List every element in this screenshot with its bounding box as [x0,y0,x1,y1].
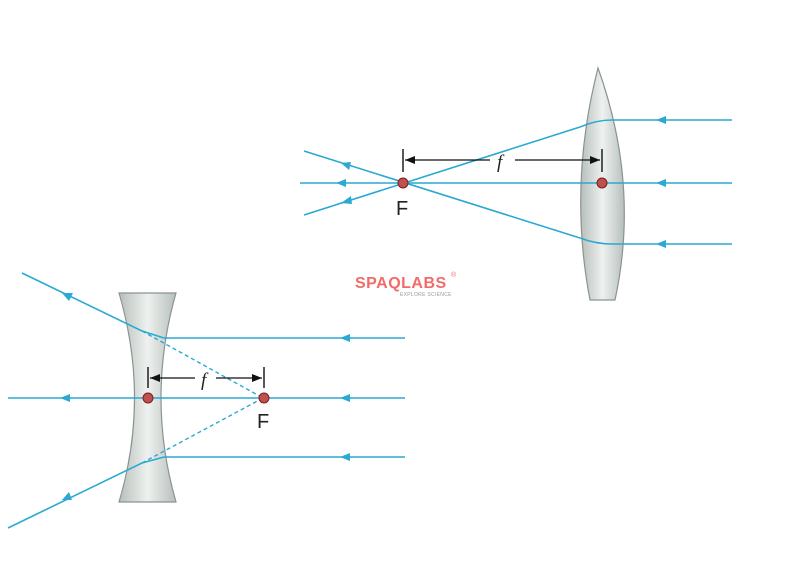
converging-lens-center [596,177,608,189]
arrow-icon [62,492,72,500]
converging-focal-point-label: F [396,198,408,220]
watermark-registered-mark: ® [451,271,457,279]
arrow-icon [656,116,666,124]
diverging-refracted-ray-top [21,272,143,332]
converging-lens-group: f F [300,65,732,301]
diverging-lens-center [142,392,154,404]
arrow-icon [340,394,350,402]
dimension-arrow-icon [252,374,262,382]
dimension-arrow-icon [590,156,600,164]
diverging-focal-length-label: f [201,370,209,391]
arrow-icon [336,179,346,187]
diverging-refracted-ray-bottom [7,462,143,529]
converging-ray-in-lens-top [579,119,613,128]
arrow-icon [656,240,666,248]
diverging-virtual-ray-top [141,330,264,399]
arrow-icon [341,196,352,204]
arrow-icon [656,179,666,187]
diverging-focal-point-label: F [257,411,269,433]
arrow-icon [340,453,350,461]
arrow-icon [340,334,350,342]
watermark-brand: SPAQLABS [355,275,447,292]
watermark: SPAQLABS ® EXPLORE SCIENCE [355,271,457,298]
diverging-focal-point [258,392,270,404]
arrow-icon [62,293,73,301]
converging-ray-in-lens-bottom [579,237,613,245]
arrow-icon [60,394,70,402]
arrow-icon [341,162,351,170]
converging-focal-point [397,177,409,189]
dimension-arrow-icon [405,156,415,164]
diverging-ray-in-lens-top [141,330,165,339]
watermark-tagline: EXPLORE SCIENCE [400,292,452,298]
dimension-arrow-icon [150,374,160,382]
converging-focal-length-label: f [497,152,505,173]
diverging-virtual-ray-bottom [141,397,264,464]
diverging-ray-in-lens-bottom [141,456,165,464]
diverging-lens-group: f F [7,272,405,529]
